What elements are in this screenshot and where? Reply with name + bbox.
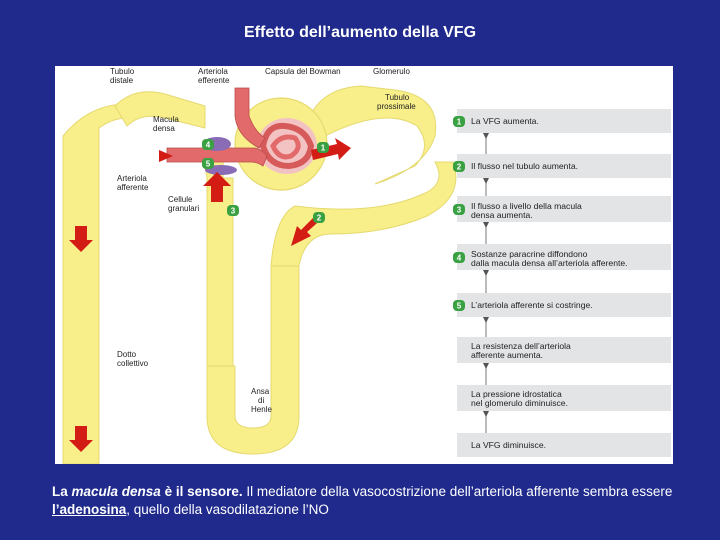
label-tubulo-prossimale-2: prossimale bbox=[377, 102, 416, 111]
proximal-tubule bbox=[310, 85, 437, 185]
step-6-text-2: afferente aumenta. bbox=[471, 350, 543, 360]
step-2-text: Il flusso nel tubulo aumenta. bbox=[471, 161, 578, 171]
label-glomerulo: Glomerulo bbox=[373, 67, 410, 76]
label-dotto-collettivo-2: collettivo bbox=[117, 359, 149, 368]
glomerulus bbox=[257, 118, 317, 174]
marker-3: 3 bbox=[227, 205, 239, 216]
proximal-tubule-convoluted bbox=[270, 161, 457, 267]
step-4-num: 4 bbox=[457, 254, 462, 263]
step-3-text-2: densa aumenta. bbox=[471, 210, 533, 220]
step-7-text-2: nel glomerulo diminuisce. bbox=[471, 398, 568, 408]
caption-part-4: Il mediatore della vasocostrizione dell’… bbox=[242, 484, 673, 499]
step-5-text: L’arteriola afferente si costringe. bbox=[471, 300, 593, 310]
marker-1: 1 bbox=[317, 142, 329, 153]
label-macula-densa: Macula bbox=[153, 115, 179, 124]
label-cellule-granulari: Cellule bbox=[168, 195, 193, 204]
afferent-arteriole bbox=[166, 147, 268, 167]
step-box-5: 5 L’arteriola afferente si costringe. bbox=[453, 293, 671, 323]
step-box-6: La resistenza dell’arteriola afferente a… bbox=[457, 337, 671, 369]
label-cellule-granulari-2: granulari bbox=[168, 204, 199, 213]
step-box-7: La pressione idrostatica nel glomerulo d… bbox=[457, 385, 671, 417]
label-capsula-bowman: Capsula del Bowman bbox=[265, 67, 341, 76]
caption-macula-densa: macula densa bbox=[71, 484, 161, 499]
label-tubulo-distale-2: distale bbox=[110, 76, 134, 85]
step-5-num: 5 bbox=[457, 302, 462, 311]
label-arteriola-efferente-2: efferente bbox=[198, 76, 230, 85]
label-arteriola-afferente-2: afferente bbox=[117, 183, 149, 192]
label-tubulo-prossimale: Tubulo bbox=[385, 93, 410, 102]
duct-arrow-bottom bbox=[69, 426, 93, 452]
step-4-text-1: Sostanze paracrine diffondono bbox=[471, 249, 588, 259]
step-box-3: 3 Il flusso a livello della macula densa… bbox=[453, 196, 671, 228]
duct-arrow-top bbox=[69, 226, 93, 252]
slide-title: Effetto dell’aumento della VFG bbox=[243, 24, 477, 41]
marker-5-num: 5 bbox=[206, 160, 211, 169]
caption-part-1: La bbox=[52, 484, 72, 499]
steps-panel: 1 La VFG aumenta. 2 Il flusso nel tubulo… bbox=[453, 109, 671, 457]
label-arteriola-afferente: Arteriola bbox=[117, 174, 147, 183]
step-1-text: La VFG aumenta. bbox=[471, 116, 539, 126]
label-arteriola-efferente: Arteriola bbox=[198, 67, 228, 76]
nephron-figure: 1 2 3 4 5 Tubulo distale Arteriola effer… bbox=[55, 66, 673, 464]
step-2-num: 2 bbox=[457, 163, 462, 172]
marker-2: 2 bbox=[313, 212, 325, 223]
efferent-arteriole bbox=[234, 87, 266, 149]
step-4-text-2: dalla macula densa all’arteriola afferen… bbox=[471, 258, 628, 268]
label-ansa-henle-2: di bbox=[258, 396, 264, 405]
label-ansa-henle-3: Henle bbox=[251, 405, 272, 414]
step-box-1: 1 La VFG aumenta. bbox=[453, 109, 671, 139]
paracrine-arrow bbox=[159, 150, 173, 162]
nephron-diagram: 1 2 3 4 5 Tubulo distale Arteriola effer… bbox=[62, 67, 671, 464]
flow-arrow-3 bbox=[203, 172, 231, 202]
distal-tubule bbox=[114, 91, 206, 129]
caption-part-3: è il sensore. bbox=[160, 484, 243, 499]
step-3-text-1: Il flusso a livello della macula bbox=[471, 201, 582, 211]
step-7-text-1: La pressione idrostatica bbox=[471, 389, 562, 399]
label-dotto-collettivo: Dotto bbox=[117, 350, 137, 359]
step-1-num: 1 bbox=[457, 118, 462, 127]
step-8-text: La VFG diminuisce. bbox=[471, 440, 546, 450]
caption-part-6: , quello della vasodilatazione l’NO bbox=[126, 502, 329, 517]
marker-1-num: 1 bbox=[321, 144, 326, 153]
marker-4: 4 bbox=[202, 139, 214, 150]
caption-adenosina: l’adenosina bbox=[52, 502, 127, 517]
step-box-2: 2 Il flusso nel tubulo aumenta. bbox=[453, 154, 671, 184]
marker-4-num: 4 bbox=[206, 141, 211, 150]
collecting-duct bbox=[62, 103, 128, 464]
label-tubulo-distale: Tubulo bbox=[110, 67, 135, 76]
flow-arrow-1 bbox=[311, 138, 351, 160]
step-box-4: 4 Sostanze paracrine diffondono dalla ma… bbox=[453, 244, 671, 276]
label-macula-densa-2: densa bbox=[153, 124, 175, 133]
label-ansa-henle: Ansa bbox=[251, 387, 270, 396]
marker-5: 5 bbox=[202, 158, 214, 169]
step-3-num: 3 bbox=[457, 206, 462, 215]
step-6-text-1: La resistenza dell’arteriola bbox=[471, 341, 571, 351]
marker-2-num: 2 bbox=[317, 214, 322, 223]
step-box-8: La VFG diminuisce. bbox=[457, 433, 671, 457]
caption: La macula densa è il sensore. Il mediato… bbox=[52, 483, 702, 519]
marker-3-num: 3 bbox=[231, 207, 236, 216]
